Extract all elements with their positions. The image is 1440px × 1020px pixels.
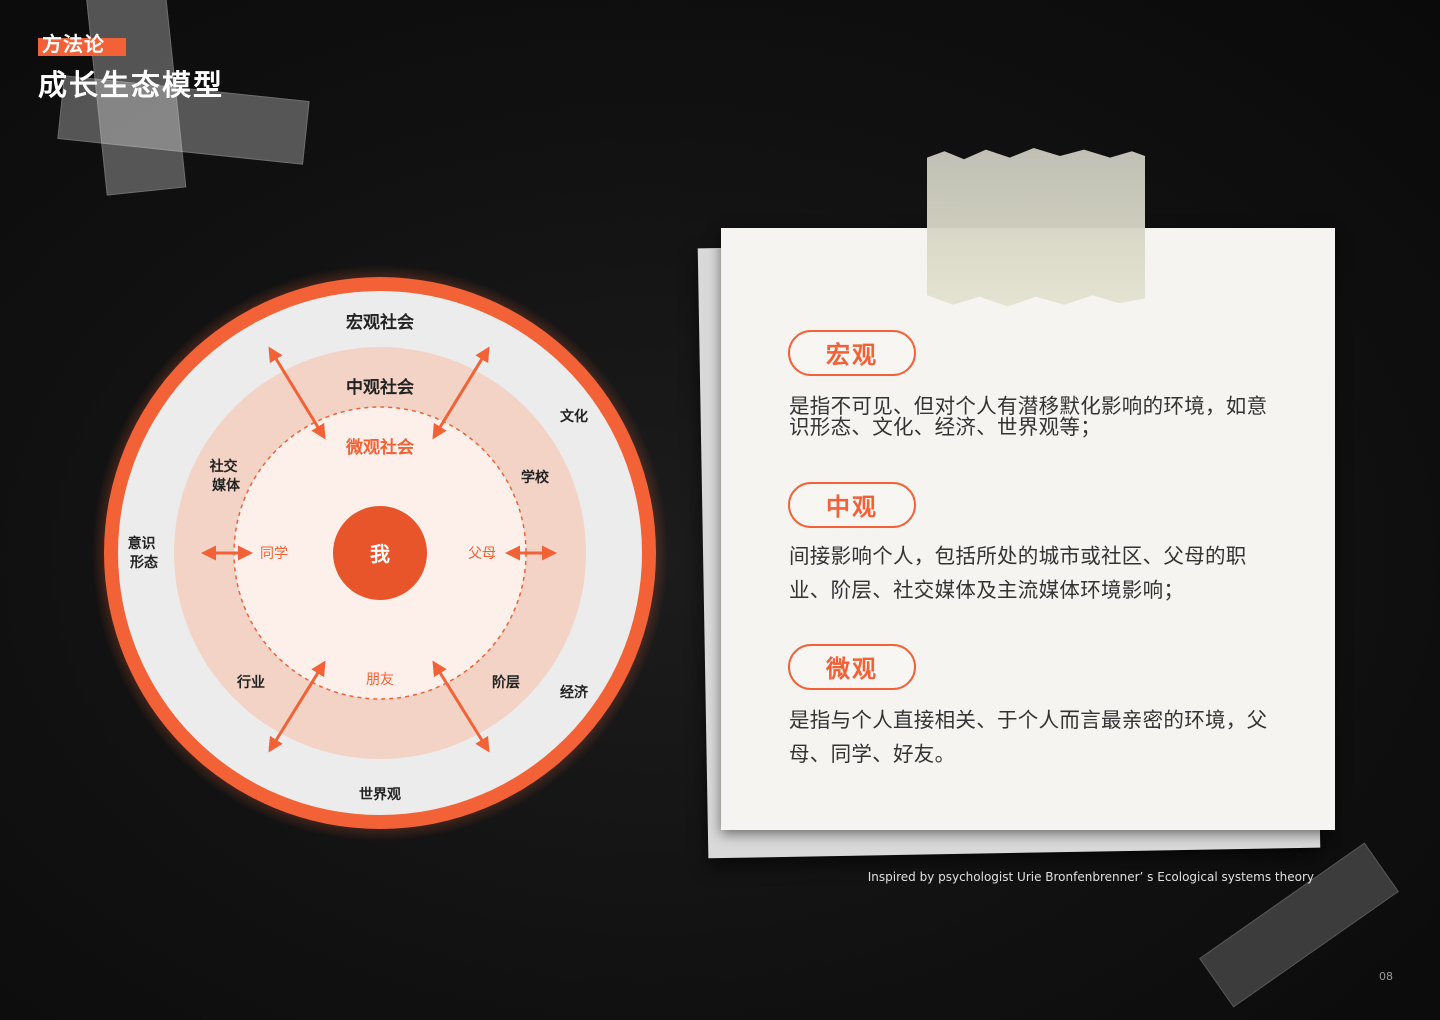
- tape-decoration-bottom: [1199, 842, 1399, 1008]
- arrow-bottom-left: [268, 660, 326, 753]
- micro-item-classmate: 同学: [260, 546, 288, 562]
- macro-label-pill: 宏观: [788, 330, 916, 376]
- meso-item-industry: 行业: [236, 674, 265, 691]
- section-tag-bar: [38, 38, 126, 56]
- micro-item-parents: 父母: [468, 546, 496, 562]
- arrow-top-right: [432, 346, 490, 440]
- ecological-model-diagram: 宏观社会 中观社会 微观社会 我 文化 意识 形态 经济 世界观 社交 媒体 学…: [92, 265, 668, 841]
- meso-item-social-media-line2: 媒体: [211, 477, 241, 494]
- meso-label-pill: 中观: [788, 482, 916, 528]
- meso-item-social-media-line1: 社交: [209, 458, 238, 475]
- section-tag: 方法论: [42, 32, 105, 56]
- macro-item-worldview: 世界观: [359, 786, 401, 803]
- arrow-bottom-right: [432, 660, 490, 753]
- micro-label-pill: 微观: [788, 644, 916, 690]
- arrow-top-left: [268, 346, 326, 440]
- macro-title: 宏观社会: [346, 312, 414, 333]
- page-number: 08: [1379, 970, 1393, 983]
- center-self: [333, 506, 427, 600]
- meso-item-school: 学校: [521, 469, 550, 486]
- center-label: 我: [370, 542, 390, 566]
- meso-item-class: 阶层: [492, 674, 520, 691]
- macro-item-ideology-line2: 形态: [130, 554, 158, 571]
- meso-description: 间接影响个人，包括所处的城市或社区、父母的职业、阶层、社交媒体及主流媒体环境影响…: [789, 544, 1247, 602]
- macro-description: 是指不可见、但对个人有潜移默化影响的环境，如意识形态、文化、经济、世界观等；: [789, 394, 1268, 439]
- note-paper: 宏观 是指不可见、但对个人有潜移默化影响的环境，如意识形态、文化、经济、世界观等…: [721, 228, 1335, 830]
- page-title: 成长生态模型: [38, 68, 225, 102]
- meso-item-social-media: 社交 媒体: [209, 458, 243, 494]
- micro-description: 是指与个人直接相关、于个人而言最亲密的环境，父母、同学、好友。: [789, 708, 1268, 766]
- meso-title: 中观社会: [346, 377, 414, 398]
- macro-item-economy: 经济: [560, 684, 589, 701]
- micro-title: 微观社会: [345, 437, 414, 458]
- macro-item-culture: 文化: [560, 408, 588, 425]
- macro-item-ideology-line1: 意识: [128, 535, 156, 552]
- micro-item-friends: 朋友: [366, 672, 394, 688]
- macro-item-ideology: 意识 形态: [128, 535, 161, 571]
- masking-tape: [927, 148, 1145, 307]
- credit-text: Inspired by psychologist Urie Bronfenbre…: [867, 870, 1314, 884]
